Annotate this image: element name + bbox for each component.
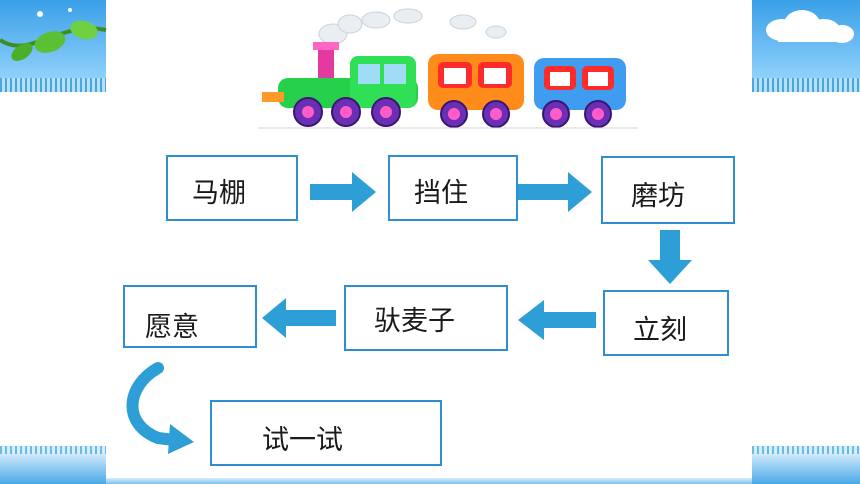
node-label: 愿意 (145, 312, 199, 343)
cloud-icon (766, 10, 854, 43)
node-label: 磨坊 (631, 181, 685, 212)
node-label: 立刻 (633, 315, 687, 346)
vine-leaf-icon (0, 8, 107, 61)
curved-arrow-icon (126, 362, 194, 454)
node-shiyishi: 试一试 (210, 400, 442, 466)
node-label: 驮麦子 (374, 306, 455, 337)
arrow-left-icon (518, 300, 596, 340)
left-decor-strip (0, 0, 107, 484)
bottom-edge (106, 478, 752, 484)
node-label: 试一试 (262, 425, 343, 456)
node-like: 立刻 (603, 290, 729, 356)
node-mofang: 磨坊 (601, 156, 735, 224)
cartoon-train-icon (258, 8, 638, 129)
arrow-down-icon (648, 230, 692, 284)
arrow-right-icon (518, 172, 592, 212)
node-label: 挡住 (414, 178, 468, 209)
right-decor-strip (752, 0, 860, 484)
node-label: 马棚 (192, 178, 246, 209)
node-yuanyi: 愿意 (123, 285, 257, 348)
node-mapeng: 马棚 (166, 155, 298, 221)
node-dangzhu: 挡住 (388, 155, 518, 221)
arrow-left-icon (262, 298, 336, 338)
arrow-right-icon (310, 172, 376, 212)
node-tuomaizi: 驮麦子 (344, 285, 508, 351)
